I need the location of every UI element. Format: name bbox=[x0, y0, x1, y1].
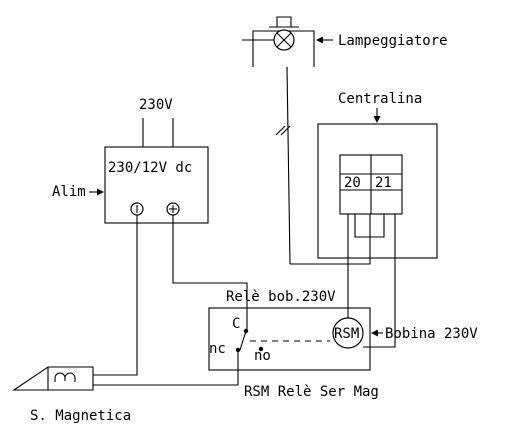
relay-nc-label: nc bbox=[209, 341, 226, 357]
flashing-lamp bbox=[242, 16, 315, 67]
relay-header-label: Relè bob.230V bbox=[226, 289, 336, 305]
relay-no-label: no bbox=[254, 348, 271, 364]
control-unit-pointer-arrow bbox=[373, 108, 381, 123]
supply-voltage-label: 230V bbox=[139, 97, 173, 113]
relay-box bbox=[208, 307, 371, 371]
terminal-block bbox=[339, 154, 403, 238]
electromagnet-label: S. Magnetica bbox=[30, 408, 131, 424]
lamp-label: Lampeggiatore bbox=[338, 33, 448, 49]
power-supply bbox=[104, 146, 209, 224]
coil-pointer-arrow bbox=[371, 329, 383, 337]
coil-pointer-label: Bobina 230V bbox=[385, 326, 478, 342]
negative-terminal-icon bbox=[130, 202, 144, 216]
relay-caption: RSM Relè Ser Mag bbox=[244, 384, 379, 400]
relay-common-label: C bbox=[232, 316, 240, 332]
relay-coil-label: RSM bbox=[334, 326, 359, 342]
relay-contact-switch bbox=[235, 328, 264, 353]
power-supply-pointer-label: Alim bbox=[52, 184, 86, 200]
wiring bbox=[93, 66, 396, 386]
electromagnet bbox=[12, 366, 94, 391]
terminal-20-label: 20 bbox=[344, 175, 361, 191]
control-unit bbox=[317, 123, 438, 259]
power-supply-pointer-arrow bbox=[89, 188, 104, 196]
power-supply-label: 230/12V dc bbox=[108, 160, 192, 176]
control-unit-label: Centralina bbox=[338, 91, 422, 107]
terminal-21-label: 21 bbox=[375, 175, 392, 191]
positive-terminal-icon bbox=[166, 202, 180, 216]
lamp-pointer-arrow bbox=[316, 36, 333, 44]
